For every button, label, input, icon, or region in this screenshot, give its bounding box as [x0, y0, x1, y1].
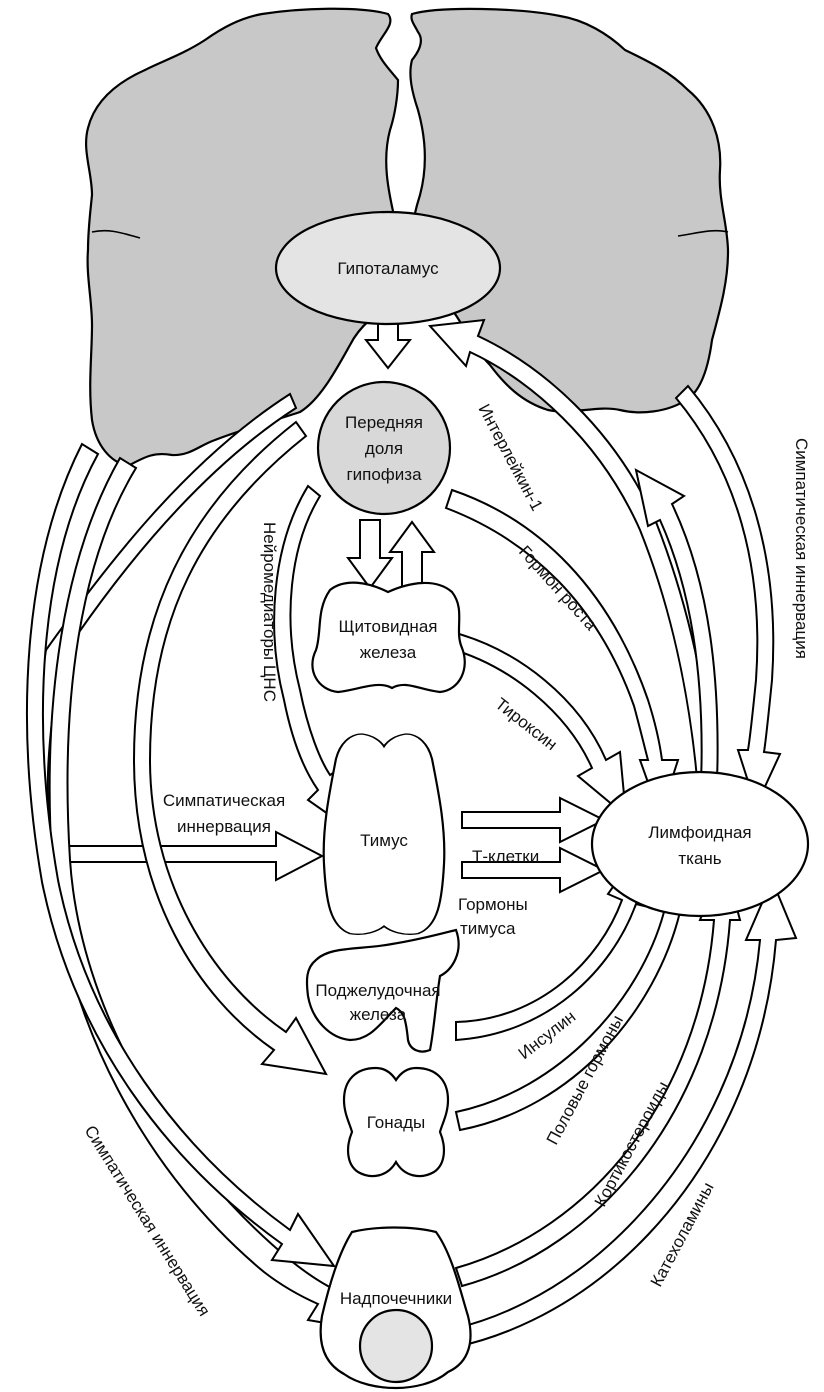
sympathetic-right-label: Симпатическая иннервация — [792, 438, 811, 659]
arrow-thyroid-to-pituitary — [390, 522, 434, 588]
pancreas-label-2: железа — [350, 1005, 407, 1024]
thyroid-label-2: железа — [360, 643, 417, 662]
sympathetic-thymus-label-1: Симпатическая — [163, 791, 285, 810]
thyroid-label-1: Щитовидная — [339, 617, 438, 636]
sympathetic-thymus-label-2: иннервация — [177, 817, 271, 836]
lymphoid-label-2: ткань — [678, 849, 721, 868]
lymphoid-tissue-shape — [592, 772, 808, 916]
thymus-label: Тимус — [360, 831, 408, 850]
adrenal-medulla-shape — [360, 1310, 432, 1382]
neuromediators-label: Нейромедиаторы ЦНС — [260, 522, 279, 702]
pituitary-label-1: Передняя — [345, 413, 423, 432]
hypothalamus-label: Гипоталамус — [337, 259, 439, 278]
pituitary-label-3: гипофиза — [346, 465, 422, 484]
gonads-label: Гонады — [367, 1113, 426, 1132]
interleukin-label: Интерлейкин-1 — [474, 401, 546, 514]
thymus-hormones-label-2: тимуса — [460, 919, 516, 938]
adrenals-label: Надпочечники — [340, 1289, 452, 1308]
pituitary-label-2: доля — [365, 439, 403, 458]
lymphoid-label-1: Лимфоидная — [648, 823, 751, 842]
pancreas-label-1: Поджелудочная — [315, 981, 440, 1000]
t-cells-label: Т-клетки — [472, 847, 539, 866]
arrow-t-cells — [462, 798, 604, 842]
arrow-pituitary-to-thyroid — [348, 520, 392, 588]
thymus-hormones-label-1: Гормоны — [458, 895, 528, 914]
thyroid-shape — [312, 583, 464, 692]
